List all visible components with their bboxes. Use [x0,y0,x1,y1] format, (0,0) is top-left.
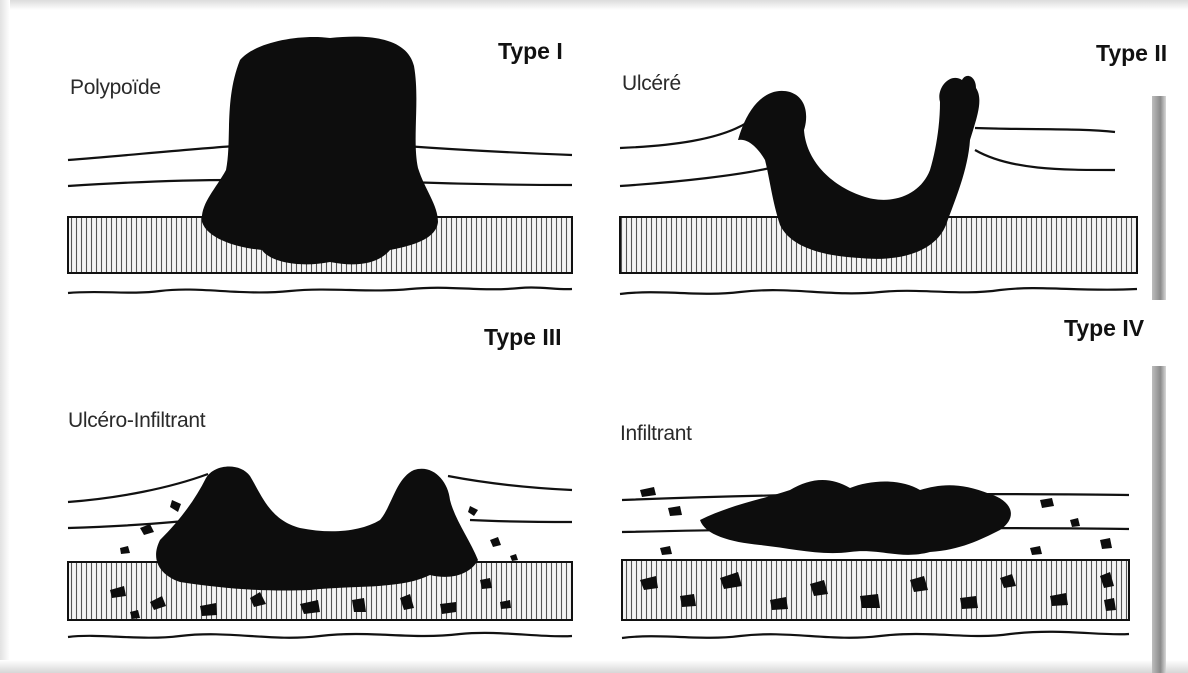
type-label-1: Type I [498,38,563,65]
mucosa-line [620,122,1115,148]
tumor-mass [700,480,1011,555]
muscle-layer [622,560,1129,620]
tumor-mass [156,466,478,590]
type-label-4: Type IV [1064,315,1144,342]
panel-infiltrant [622,480,1129,638]
submucosa-line [68,518,572,528]
tumor-mass [202,37,438,265]
panel-label-infiltrant: Infiltrant [620,422,692,446]
serosa-line [620,288,1137,294]
mucosa-line [68,474,572,502]
submucosa-line [620,150,1115,186]
panel-ulcere [620,76,1137,294]
panel-label-ulcero-infiltrant: Ulcéro-Infiltrant [68,409,205,433]
type-label-2: Type II [1096,40,1167,67]
panel-ulcero-infiltrant [68,466,572,637]
serosa-line [68,633,572,638]
serosa-line [622,632,1129,638]
type-label-3: Type III [484,324,562,351]
serosa-line [68,287,572,293]
panel-label-ulcere: Ulcéré [622,72,681,96]
panel-label-polypoide: Polypoïde [70,76,161,100]
